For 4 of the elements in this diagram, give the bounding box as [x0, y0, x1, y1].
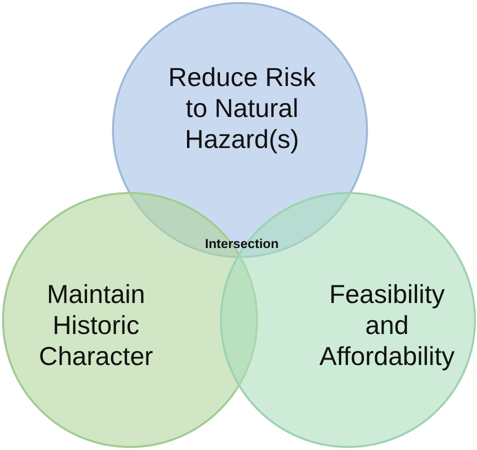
circle-label: Feasibility and Affordability	[318, 279, 456, 372]
circle-label: Reduce Risk to Natural Hazard(s)	[167, 62, 317, 155]
intersection-label: Intersection	[205, 236, 279, 251]
circle-label: Maintain Historic Character	[38, 279, 154, 372]
